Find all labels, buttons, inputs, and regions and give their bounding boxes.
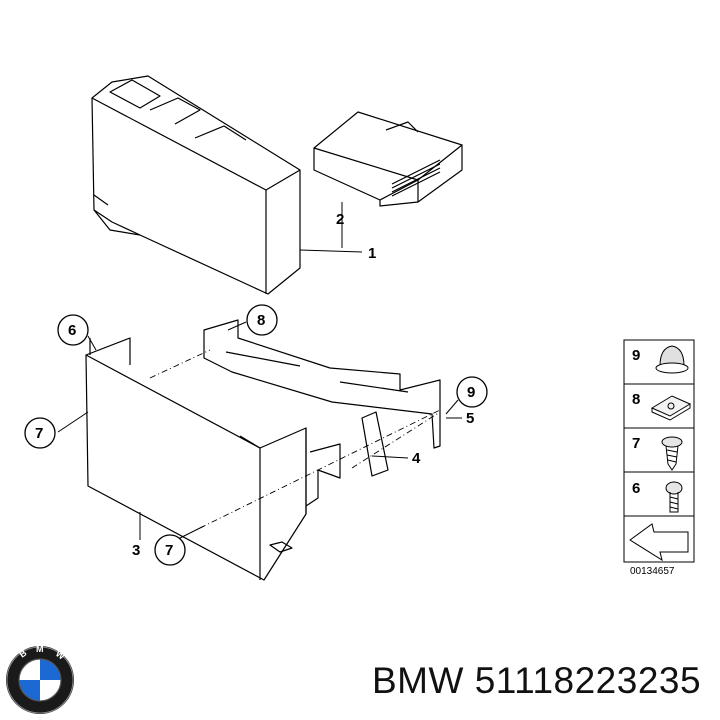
legend-num-7: 7 [632,435,640,452]
part-number-caption: BMW 51118223235 [372,660,702,701]
cap-nut-icon [655,345,689,374]
screw-icon [661,436,683,471]
callout-8-circle: 8 [246,304,278,336]
changer-housing [91,75,301,295]
mounting-bracket [85,337,307,581]
legend-panel [623,339,695,563]
support-rail [203,319,441,507]
callout-4: 4 [412,450,421,467]
callout-9: 9 [467,384,475,401]
callout-3: 3 [132,542,140,559]
legend-num-8: 8 [632,391,640,408]
clip-nut-icon [650,395,692,421]
svg-text:B: B [17,647,28,659]
legend-num-6: 6 [632,480,640,497]
callout-8: 8 [257,312,265,329]
callout-9-circle: 9 [456,376,488,408]
diagram-code: 00134657 [630,566,675,577]
callout-7b-circle: 7 [154,534,186,566]
callout-6-circle: 6 [57,314,89,346]
bolt-icon [665,481,683,513]
callout-7a-circle: 7 [24,417,56,449]
svg-text:M: M [36,644,44,654]
bmw-logo: B M W [6,644,74,714]
mounting-plate [361,411,389,477]
callout-5: 5 [466,410,474,427]
callout-1: 1 [368,245,376,262]
callout-7b: 7 [165,542,173,559]
disc-magazine [313,111,463,207]
legend-num-9: 9 [632,347,640,364]
callout-6: 6 [68,322,76,339]
arrow-icon [629,523,689,562]
callout-2: 2 [336,211,344,228]
callout-7a: 7 [35,425,43,442]
